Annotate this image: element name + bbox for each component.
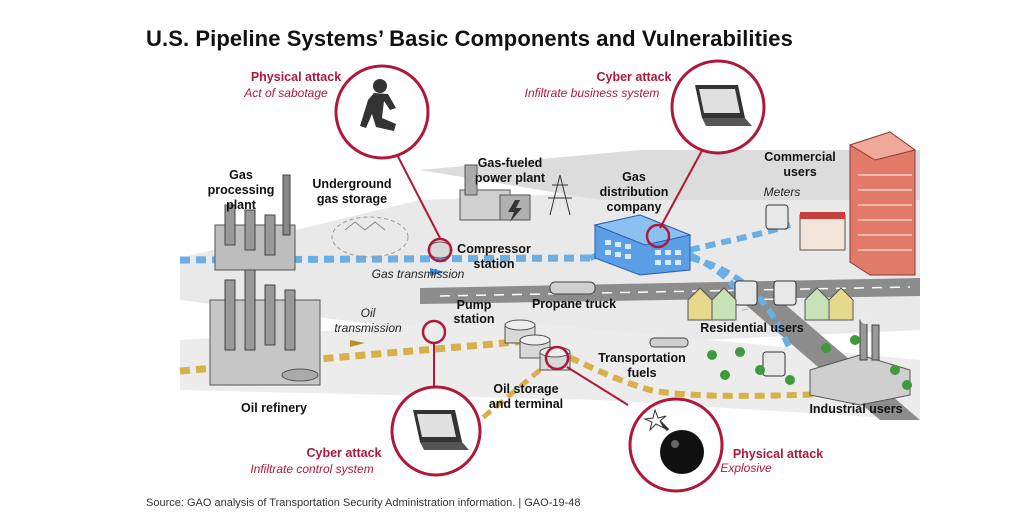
transport-fuels-label-1: Transportation (598, 351, 686, 365)
cyber-attack-top-label: Cyber attack (596, 70, 671, 84)
industrial-label: Industrial users (809, 402, 902, 416)
propane-truck-label: Propane truck (532, 297, 616, 311)
physical-attack-top-sub: Act of sabotage (243, 86, 328, 100)
physical-attack-bottom-sub: Explosive (720, 461, 772, 475)
oil-transmission-label-1: Oil (361, 306, 376, 320)
oil-refinery (209, 269, 321, 386)
laptop-icon (413, 410, 469, 450)
oil-storage-label-2: and terminal (489, 397, 563, 411)
fuel-truck (649, 337, 689, 348)
industrial-facility (809, 312, 911, 406)
diagram-title: U.S. Pipeline Systems’ Basic Components … (146, 26, 793, 51)
commercial-building (799, 131, 917, 276)
meters (734, 204, 797, 377)
cyber-attack-bottom-label: Cyber attack (306, 446, 381, 460)
gas-distribution-label-1: Gas (622, 170, 646, 184)
transport-fuels-label-2: fuels (627, 366, 656, 380)
laptop-icon (695, 85, 752, 126)
propane-truck (549, 281, 596, 295)
residential-label: Residential users (700, 321, 804, 335)
gas-fueled-power-plant (459, 164, 572, 222)
oil-pipeline (179, 336, 881, 422)
meters-label: Meters (764, 185, 801, 199)
underground-storage-label-2: gas storage (317, 192, 387, 206)
pump-station-label-2: station (454, 312, 495, 326)
trees (707, 335, 912, 390)
oil-transmission-label-2: transmission (334, 321, 402, 335)
commercial-label-2: users (783, 165, 816, 179)
cyber-control-callout (390, 385, 482, 477)
underground-gas-storage (331, 216, 409, 258)
pump-station-label-1: Pump (457, 298, 492, 312)
compressor-label-2: station (474, 257, 515, 271)
cyber-attack-top-sub: Infiltrate business system (525, 86, 660, 100)
gas-processing-label-3: plant (226, 198, 257, 212)
oil-storage-label-1: Oil storage (493, 382, 558, 396)
gas-distribution-label-3: company (607, 200, 662, 214)
physical-attack-top-label: Physical attack (251, 70, 341, 84)
gas-processing-plant (214, 174, 296, 271)
cyber-attack-bottom-sub: Infiltrate control system (250, 462, 373, 476)
cyber-business-callout (670, 59, 766, 155)
underground-storage-label-1: Underground (312, 177, 391, 191)
compressor-label-1: Compressor (457, 242, 531, 256)
source-note: Source: GAO analysis of Transportation S… (146, 497, 581, 509)
power-plant-label-2: power plant (475, 171, 546, 185)
oil-refinery-label: Oil refinery (241, 401, 307, 415)
gas-transmission-label: Gas transmission (372, 267, 465, 281)
explosive-callout (628, 397, 724, 493)
sabotage-callout (334, 64, 430, 160)
commercial-label-1: Commercial (764, 150, 836, 164)
gas-distribution-label-2: distribution (600, 185, 669, 199)
gas-processing-label-2: processing (208, 183, 275, 197)
saboteur-icon (360, 79, 396, 131)
power-plant-label-1: Gas-fueled (478, 156, 543, 170)
physical-attack-bottom-label: Physical attack (733, 447, 823, 461)
gas-processing-label-1: Gas (229, 168, 253, 182)
bomb-icon (643, 408, 704, 474)
residential-houses (687, 287, 854, 321)
